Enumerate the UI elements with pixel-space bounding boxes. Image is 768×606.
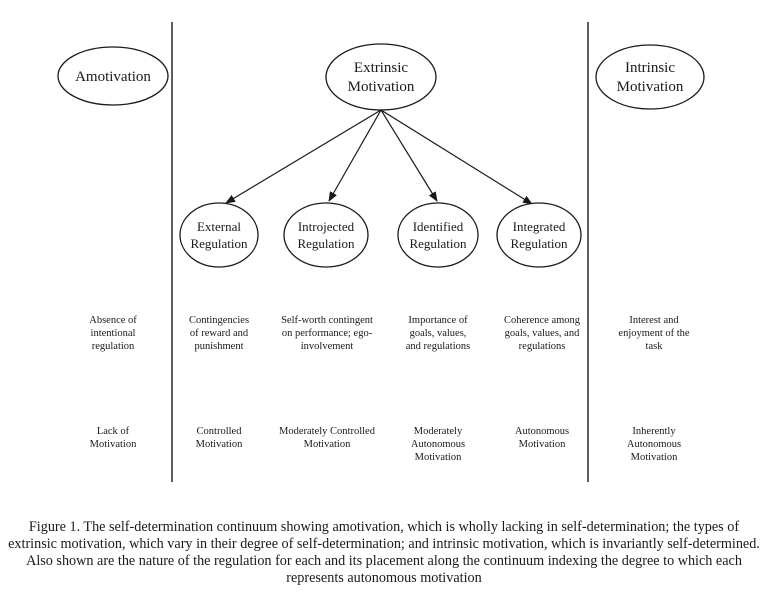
- identified-label-line1: Identified: [413, 219, 464, 234]
- intrinsic-motivation-node: Intrinsic Motivation: [595, 44, 705, 110]
- external-regulation-node: External Regulation: [179, 202, 259, 268]
- introjected-label-line1: Introjected: [298, 219, 355, 234]
- introjected-label-line2: Regulation: [297, 236, 355, 251]
- identified-regulation-node: Identified Regulation: [397, 202, 479, 268]
- locus-intrinsic: Inherently Autonomous Motivation: [626, 426, 682, 463]
- integrated-regulation-node: Integrated Regulation: [496, 202, 582, 268]
- locus-amotivation: Lack of Motivation: [89, 426, 137, 450]
- extrinsic-label-line2: Motivation: [348, 79, 415, 95]
- regulation-intrinsic: Interest and enjoyment of the task: [618, 315, 690, 352]
- integrated-label-line1: Integrated: [513, 219, 566, 234]
- intrinsic-label-line2: Motivation: [617, 79, 684, 95]
- extrinsic-motivation-node: Extrinsic Motivation: [325, 43, 437, 111]
- locus-integrated: Autonomous Motivation: [514, 426, 570, 450]
- arrow-to-identified: [380, 109, 438, 202]
- extrinsic-label-line1: Extrinsic: [354, 60, 408, 76]
- figure-caption: Figure 1. The self-determination continu…: [8, 519, 760, 586]
- amotivation-node: Amotivation: [57, 46, 169, 106]
- introjected-regulation-node: Introjected Regulation: [283, 202, 369, 268]
- intrinsic-label-line1: Intrinsic: [625, 60, 675, 76]
- identified-label-line2: Regulation: [409, 236, 467, 251]
- arrow-to-external: [225, 109, 382, 204]
- regulation-integrated: Coherence among goals, values, and regul…: [503, 315, 581, 352]
- external-label-line2: Regulation: [190, 236, 248, 251]
- locus-identified: Moderately Autonomous Motivation: [410, 426, 466, 463]
- locus-external: Controlled Motivation: [195, 426, 243, 450]
- locus-introjected: Moderately Controlled Motivation: [279, 426, 375, 450]
- arrow-to-integrated: [380, 109, 533, 205]
- amotivation-label: Amotivation: [75, 69, 151, 85]
- integrated-label-line2: Regulation: [510, 236, 568, 251]
- arrow-to-introjected: [328, 109, 382, 202]
- regulation-identified: Importance of goals, values, and regulat…: [405, 315, 471, 352]
- continuum-diagram: Amotivation Extrinsic Motivation Intrins…: [57, 22, 705, 482]
- regulation-external: Contingencies of reward and punishment: [188, 315, 250, 352]
- regulation-amotivation: Absence of intentional regulation: [89, 315, 137, 352]
- external-label-line1: External: [197, 219, 241, 234]
- regulation-introjected: Self-worth contingent on performance; eg…: [281, 315, 373, 352]
